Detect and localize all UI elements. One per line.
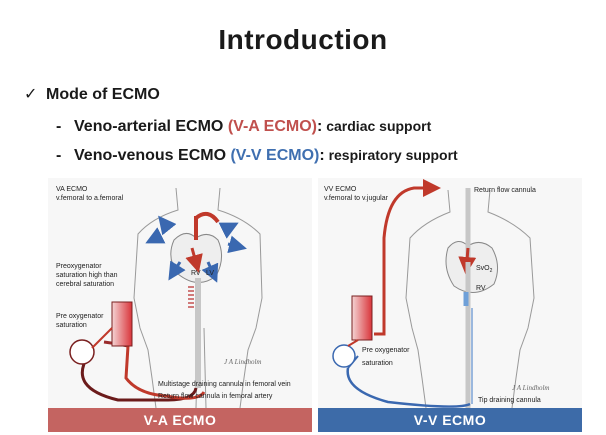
- dash: -: [56, 118, 62, 135]
- bullet-text: Mode of ECMO: [46, 86, 160, 103]
- va-colon: :: [317, 118, 323, 135]
- vv-pre: Veno-venous ECMO: [74, 147, 231, 164]
- vv-return-cannula-label: Return flow cannula: [474, 187, 536, 194]
- va-signature: J A Lindholm: [224, 358, 261, 366]
- va-flow-arrows: [145, 215, 247, 283]
- checkmark-icon: ✓: [24, 86, 38, 103]
- vv-tip-label: Tip draining cannula: [478, 397, 541, 404]
- vv-pre-sat-2: saturation: [362, 360, 393, 367]
- vv-signature: J A Lindholm: [512, 384, 549, 392]
- va-oxygenator: [111, 301, 133, 347]
- vv-oxygenator: [351, 295, 373, 341]
- va-highlight: (V-A ECMO): [227, 118, 318, 135]
- vv-body-outline: [405, 189, 535, 408]
- vv-ecmo-bar: V-V ECMO: [318, 408, 582, 432]
- ecmo-diagrams-svg: VA ECMO v.femoral to a.femoral Preoxygen…: [48, 178, 582, 408]
- va-preox-3: cerebral saturation: [56, 281, 114, 288]
- va-rv-label: RV: [191, 270, 201, 277]
- va-pre-sat-1: Pre oxygenator: [56, 313, 104, 320]
- va-pre: Veno-arterial ECMO: [74, 118, 228, 135]
- va-draining-label: Multistage draining cannula in femoral v…: [158, 381, 291, 388]
- bullet-mode-of-ecmo: ✓ Mode of ECMO: [24, 84, 160, 104]
- vv-pump-to-oxy: [347, 339, 359, 347]
- slide-title: Introduction: [218, 24, 388, 55]
- vv-header-1: VV ECMO: [324, 186, 357, 193]
- va-cannulas: [80, 278, 206, 402]
- va-pump: [69, 339, 95, 365]
- va-preox-1: Preoxygenator: [56, 263, 102, 270]
- sub-bullet-va: -Veno-arterial ECMO (V-A ECMO): cardiac …: [56, 118, 431, 136]
- vv-svo2-label: SvO2: [476, 265, 493, 274]
- vv-cannulas: [346, 179, 477, 408]
- vv-colon: :: [319, 147, 325, 164]
- vv-post: respiratory support: [324, 147, 458, 163]
- ecmo-diagrams: VA ECMO v.femoral to a.femoral Preoxygen…: [48, 178, 582, 408]
- va-panel-bg: [48, 178, 312, 408]
- va-header-2: v.femoral to a.femoral: [56, 195, 124, 202]
- va-return-label: Return flow cannula in femoral artery: [158, 393, 273, 400]
- va-ecmo-bar: V-A ECMO: [48, 408, 312, 432]
- vv-header-2: v.femoral to v.jugular: [324, 195, 389, 202]
- sub-bullet-vv: -Veno-venous ECMO (V-V ECMO): respirator…: [56, 147, 458, 165]
- vv-pump: [332, 344, 356, 368]
- va-preox-2: saturation high than: [56, 272, 118, 279]
- va-header-1: VA ECMO: [56, 186, 88, 193]
- va-pre-sat-2: saturation: [56, 322, 87, 329]
- vv-panel-bg: [318, 178, 582, 408]
- vv-rv-label: RV: [476, 285, 486, 292]
- vv-pre-sat-1: Pre oxygenator: [362, 347, 410, 354]
- dash: -: [56, 147, 62, 164]
- vv-highlight: (V-V ECMO): [230, 147, 320, 164]
- va-pump-to-oxy: [91, 327, 113, 349]
- va-lv-label: LV: [206, 270, 214, 277]
- vv-heart: [445, 241, 498, 293]
- va-post: cardiac support: [322, 118, 432, 134]
